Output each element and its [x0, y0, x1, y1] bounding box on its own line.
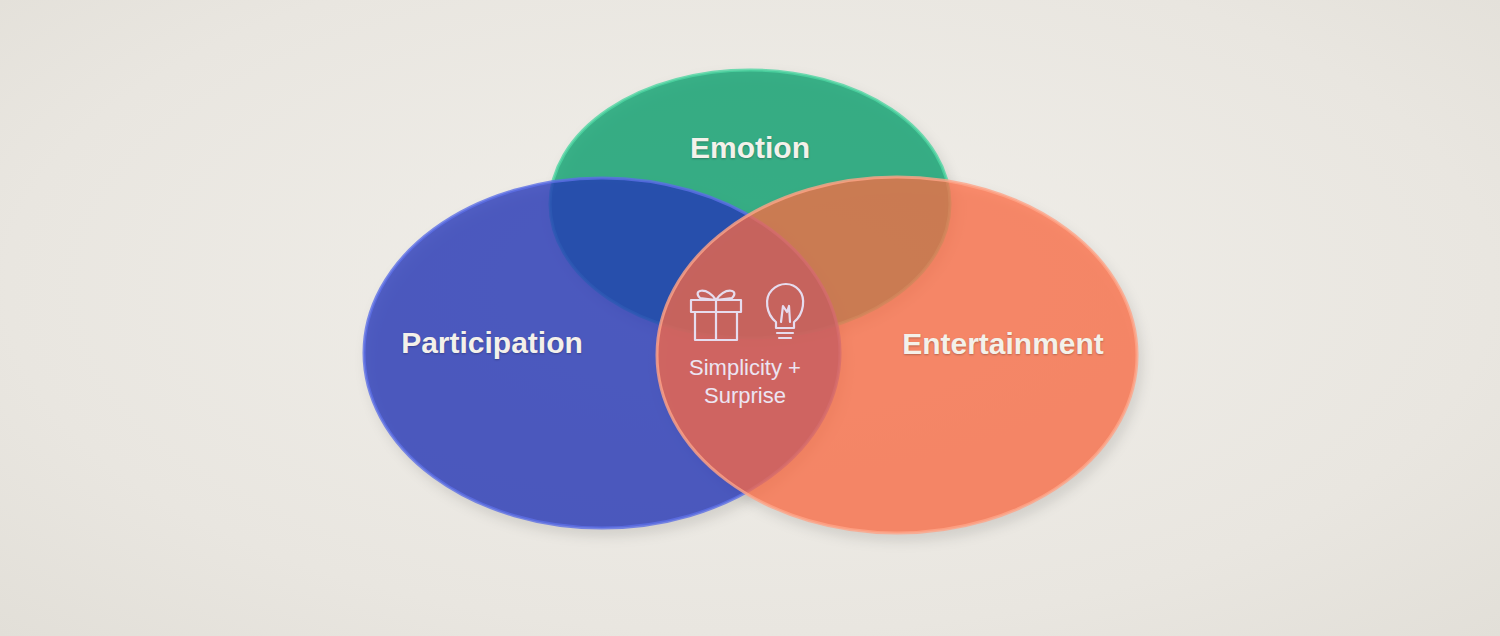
circle-label: Entertainment [902, 327, 1104, 361]
gift-icon [691, 291, 741, 340]
center-label: Simplicity + Surprise [675, 354, 815, 410]
circle-label: Emotion [690, 131, 810, 165]
circle-label: Participation [401, 326, 583, 360]
lightbulb-icon [767, 284, 803, 338]
